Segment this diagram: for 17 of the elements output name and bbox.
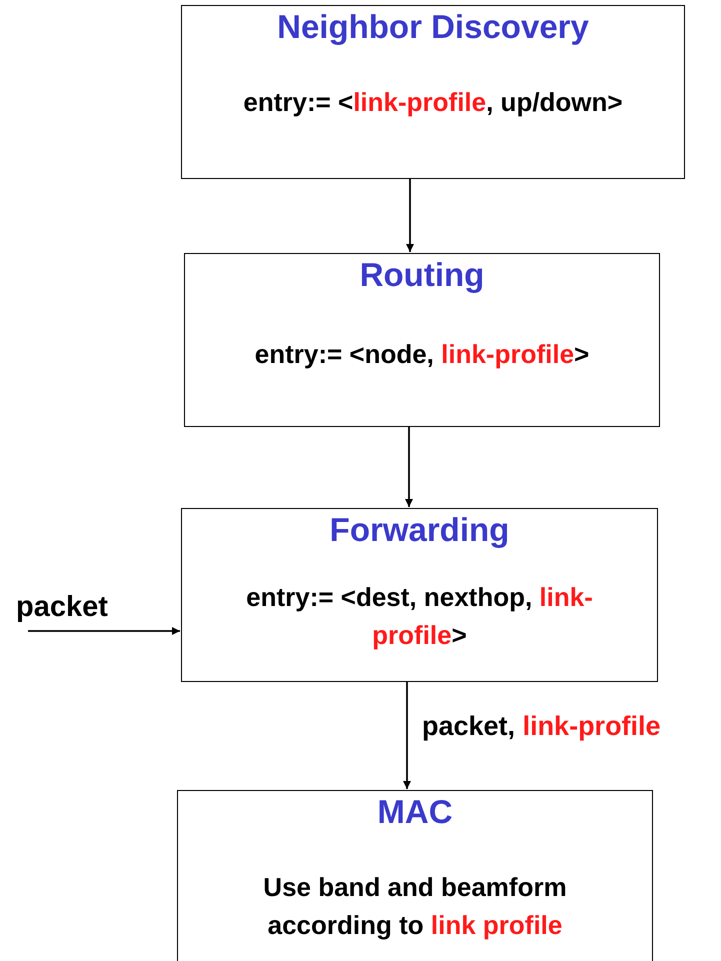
arrow xyxy=(403,682,411,789)
arrow xyxy=(28,627,180,635)
entry-text: Use band and beamform according to link profile xyxy=(262,871,568,942)
process-box xyxy=(177,790,653,961)
box-title: Neighbor Discovery xyxy=(277,7,589,47)
input-label: packet xyxy=(16,590,109,625)
entry-text: entry:= <node, link-profile> xyxy=(254,338,590,372)
process-box xyxy=(181,5,685,179)
entry-text: entry:= <link-profile, up/down> xyxy=(243,86,623,120)
box-title: Routing xyxy=(360,255,484,295)
box-title: Forwarding xyxy=(330,510,510,550)
process-box xyxy=(184,253,660,427)
entry-text: entry:= <dest, nexthop, link-profile> xyxy=(245,581,594,652)
box-title: MAC xyxy=(377,792,453,832)
arrow xyxy=(406,179,414,252)
arrow xyxy=(405,427,413,507)
process-box xyxy=(181,508,658,682)
